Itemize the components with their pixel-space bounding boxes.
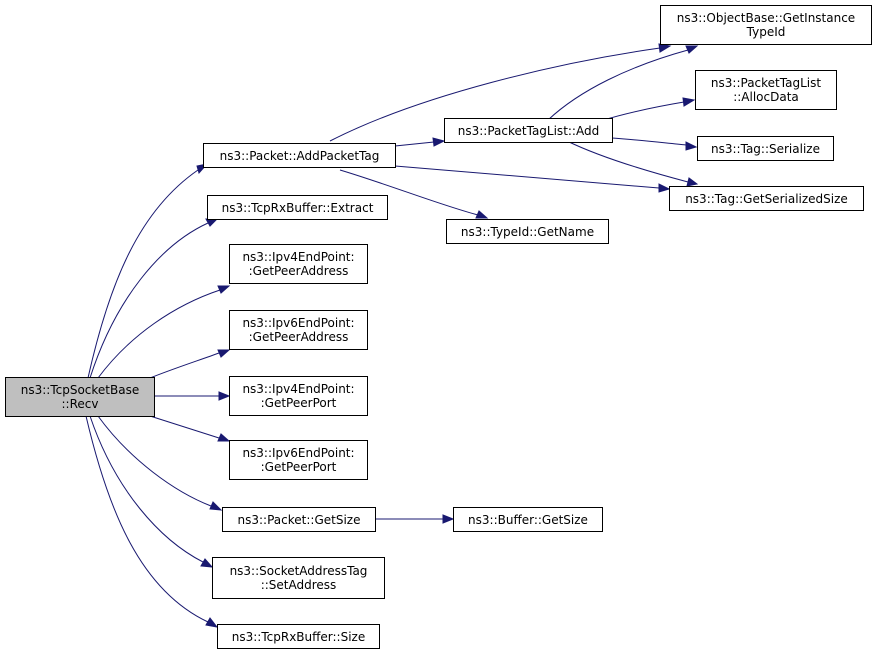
edge-recv-socket-address-tag bbox=[89, 415, 204, 563]
node-tcp-rx-buffer-extract[interactable]: ns3::TcpRxBuffer::Extract bbox=[207, 195, 388, 220]
node-typeid-get-name[interactable]: ns3::TypeId::GetName bbox=[446, 219, 609, 244]
node-label-line2: ::AllocData bbox=[733, 90, 799, 104]
node-packet-add-packet-tag[interactable]: ns3::Packet::AddPacketTag bbox=[203, 143, 396, 168]
edge-tag-list-add-alloc-arrow bbox=[682, 97, 696, 107]
edge-recv-packet-get-size bbox=[97, 415, 212, 507]
node-label: ns3::Tag::GetSerializedSize bbox=[685, 191, 848, 206]
node-packet-get-size[interactable]: ns3::Packet::GetSize bbox=[222, 507, 376, 532]
edge-add-packet-tag-typeid-get-name-arrow bbox=[475, 210, 489, 219]
edge-tag-list-add-serialize bbox=[611, 137, 687, 146]
edge-recv-ipv4-peer-address bbox=[97, 289, 221, 379]
edge-tag-list-add-object-base bbox=[547, 49, 689, 121]
node-ipv6-endpoint-get-peer-port[interactable]: ns3::Ipv6EndPoint: :GetPeerPort bbox=[229, 440, 368, 480]
node-tag-serialize[interactable]: ns3::Tag::Serialize bbox=[697, 136, 834, 161]
node-label-line1: ns3::ObjectBase::GetInstance bbox=[676, 11, 856, 25]
node-label: ns3::TypeId::GetName bbox=[460, 224, 595, 239]
node-label-line1: ns3::SocketAddressTag bbox=[229, 564, 368, 578]
edge-add-packet-tag-typeid-get-name bbox=[339, 169, 479, 216]
node-label-line2: :GetPeerPort bbox=[260, 460, 337, 474]
node-label-line1: ns3::PacketTagList bbox=[710, 76, 822, 90]
edge-add-packet-tag-serialized-size-arrow bbox=[658, 183, 671, 193]
node-label-line2: ::SetAddress bbox=[260, 578, 337, 592]
edge-recv-rxbuffer-extract bbox=[89, 222, 209, 379]
node-tcp-rx-buffer-size[interactable]: ns3::TcpRxBuffer::Size bbox=[217, 624, 380, 649]
node-label-line2: :GetPeerPort bbox=[260, 396, 337, 410]
edge-recv-packet-get-size-arrow bbox=[209, 501, 223, 511]
edge-recv-ipv4-peer-address-arrow bbox=[217, 285, 231, 294]
node-socket-address-tag-set-address[interactable]: ns3::SocketAddressTag ::SetAddress bbox=[212, 557, 385, 599]
node-tcp-socket-base-recv: ns3::TcpSocketBase ::Recv bbox=[5, 377, 155, 417]
node-label-line2: TypeId bbox=[746, 25, 786, 39]
node-ipv6-endpoint-get-peer-address[interactable]: ns3::Ipv6EndPoint: :GetPeerAddress bbox=[229, 310, 368, 350]
node-label-line1: ns3::Ipv4EndPoint: bbox=[242, 250, 355, 264]
edge-recv-ipv6-peer-address bbox=[149, 352, 220, 379]
node-object-base-get-instance-typeid[interactable]: ns3::ObjectBase::GetInstance TypeId bbox=[660, 5, 872, 45]
edge-recv-rxbuffer-extract-arrow bbox=[205, 218, 219, 227]
node-label: ns3::PacketTagList::Add bbox=[457, 123, 600, 138]
edge-add-packet-tag-tag-list-add-arrow bbox=[432, 137, 446, 147]
edge-tag-list-add-serialized-size-arrow bbox=[686, 177, 699, 187]
node-ipv4-endpoint-get-peer-port[interactable]: ns3::Ipv4EndPoint: :GetPeerPort bbox=[229, 376, 368, 416]
edge-tag-list-add-serialize-arrow bbox=[685, 141, 698, 151]
node-label-line1: ns3::Ipv6EndPoint: bbox=[242, 316, 355, 330]
edge-tag-list-add-serialized-size bbox=[566, 140, 689, 183]
edge-recv-ipv6-peer-address-arrow bbox=[217, 349, 231, 358]
edge-add-packet-tag-object-base bbox=[329, 47, 661, 142]
node-label: ns3::TcpRxBuffer::Extract bbox=[221, 200, 374, 215]
node-label: ns3::Packet::AddPacketTag bbox=[219, 148, 380, 163]
node-label: ns3::Packet::GetSize bbox=[237, 512, 361, 527]
edge-recv-socket-address-tag-arrow bbox=[200, 558, 214, 568]
edge-recv-ipv4-peer-port-arrow bbox=[218, 391, 231, 401]
edge-recv-rxbuffer-size bbox=[85, 415, 209, 623]
node-ipv4-endpoint-get-peer-address[interactable]: ns3::Ipv4EndPoint: :GetPeerAddress bbox=[229, 244, 368, 284]
edge-add-packet-tag-tag-list-add bbox=[394, 141, 435, 147]
edge-recv-rxbuffer-size-arrow bbox=[205, 617, 219, 628]
edge-add-packet-tag-object-base-arrow bbox=[658, 43, 672, 53]
node-packet-tag-list-add[interactable]: ns3::PacketTagList::Add bbox=[444, 118, 613, 143]
edge-add-packet-tag-serialized-size bbox=[394, 165, 660, 189]
node-label-line2: :GetPeerAddress bbox=[248, 330, 349, 344]
node-label: ns3::TcpRxBuffer::Size bbox=[231, 629, 366, 644]
node-label: ns3::Buffer::GetSize bbox=[468, 512, 588, 527]
node-label-line2: :GetPeerAddress bbox=[248, 264, 349, 278]
node-label-line2: ::Recv bbox=[61, 397, 99, 411]
node-label-line1: ns3::Ipv6EndPoint: bbox=[242, 446, 355, 460]
edge-recv-ipv6-peer-port bbox=[149, 415, 220, 439]
edge-recv-ipv6-peer-port-arrow bbox=[217, 433, 231, 442]
node-tag-get-serialized-size[interactable]: ns3::Tag::GetSerializedSize bbox=[669, 186, 864, 211]
edge-tag-list-add-object-base-arrow bbox=[685, 45, 699, 54]
edge-packet-get-size-buffer-get-size-arrow bbox=[442, 514, 455, 524]
node-label-line1: ns3::TcpSocketBase bbox=[20, 383, 140, 397]
node-label-line1: ns3::Ipv4EndPoint: bbox=[242, 382, 355, 396]
node-label: ns3::Tag::Serialize bbox=[711, 141, 820, 156]
node-buffer-get-size[interactable]: ns3::Buffer::GetSize bbox=[453, 507, 603, 532]
edge-recv-add-packet-tag bbox=[87, 169, 199, 379]
node-packet-tag-list-alloc-data[interactable]: ns3::PacketTagList ::AllocData bbox=[695, 70, 837, 110]
